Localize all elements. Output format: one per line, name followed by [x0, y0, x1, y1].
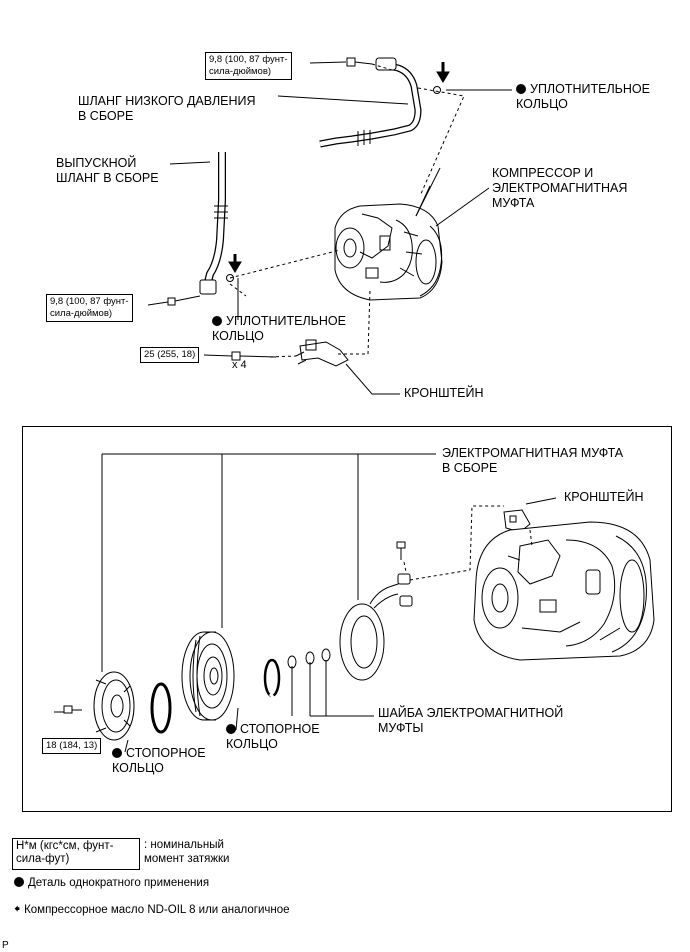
single-use-dot-icon — [212, 316, 222, 326]
label-o-ring-left-text: УПЛОТНИТЕЛЬНОЕ КОЛЬЦО — [212, 314, 346, 343]
bracket-top-drawing — [295, 339, 349, 367]
compressor-bottom-drawing — [473, 521, 655, 661]
shim-3-drawing — [321, 648, 331, 662]
legend-oil-text: Компрессорное масло ND-OIL 8 или аналоги… — [24, 904, 290, 916]
legend-torque-desc: : номинальный момент затяжки — [144, 839, 230, 865]
torque-box-bracket-bolt: 25 (255, 18) — [140, 347, 200, 363]
torque-box-left-bolt: 9,8 (100, 87 фунт- сила-дюймов) — [46, 294, 133, 322]
legend-single-use: Деталь однократного применения — [14, 876, 209, 890]
snap-ring-mid-drawing — [263, 658, 281, 702]
single-use-dot-icon — [226, 724, 236, 734]
label-bracket-top: КРОНШТЕЙН — [404, 386, 484, 400]
bolt-quantity: x 4 — [232, 359, 247, 371]
torque-box-top-bolt: 9,8 (100, 87 фунт- сила-дюймов) — [205, 52, 292, 80]
single-use-dot-icon — [112, 748, 122, 758]
label-snap-ring-left-text: СТОПОРНОЕ КОЛЬЦО — [112, 746, 206, 775]
o-ring-left-drawing — [226, 274, 234, 282]
label-snap-ring-left: СТОПОРНОЕ КОЛЬЦО — [112, 746, 206, 776]
clutch-hub-drawing — [93, 671, 135, 741]
pulley-drawing — [181, 631, 235, 721]
discharge-hose-drawing — [199, 152, 228, 295]
label-clutch-shim: ШАЙБА ЭЛЕКТРОМАГНИТНОЙ МУФТЫ — [378, 706, 564, 735]
torque-box-hub-bolt: 18 (184, 13) — [42, 738, 102, 754]
legend-oil: 🠸Компрессорное масло ND-OIL 8 или аналог… — [14, 902, 290, 917]
left-bolt-drawing — [167, 295, 201, 306]
o-ring-top-drawing — [433, 86, 441, 94]
label-bracket-bottom: КРОНШТЕЙН — [564, 490, 644, 504]
label-snap-ring-mid-text: СТОПОРНОЕ КОЛЬЦО — [226, 722, 320, 751]
label-snap-ring-mid: СТОПОРНОЕ КОЛЬЦО — [226, 722, 320, 752]
shim-2-drawing — [305, 651, 315, 665]
hub-bolt-drawing — [63, 705, 82, 714]
label-compressor: КОМПРЕССОР И ЭЛЕКТРОМАГНИТНАЯ МУФТА — [492, 166, 628, 210]
low-pressure-hose-drawing — [319, 57, 422, 148]
label-discharge-hose: ВЫПУСКНОЙ ШЛАНГ В СБОРЕ — [56, 156, 159, 185]
legend-single-use-text: Деталь однократного применения — [28, 877, 210, 889]
snap-ring-left-drawing — [150, 682, 172, 734]
clutch-detail-frame — [22, 426, 672, 812]
top-bolt-drawing — [346, 57, 373, 67]
label-o-ring-top-text: УПЛОТНИТЕЛЬНОЕ КОЛЬЦО — [516, 82, 650, 111]
single-use-dot-icon — [516, 84, 526, 94]
coil-screw-drawing — [396, 541, 406, 560]
field-coil-drawing — [339, 573, 413, 681]
compressor-top-drawing — [334, 203, 443, 301]
shim-1-drawing — [287, 655, 297, 669]
label-o-ring-top: УПЛОТНИТЕЛЬНОЕ КОЛЬЦО — [516, 82, 650, 112]
legend-torque-units: Н*м (кгс*см, фунт- сила-фут) — [12, 838, 140, 870]
label-clutch-assembly: ЭЛЕКТРОМАГНИТНАЯ МУФТА В СБОРЕ — [442, 446, 624, 475]
single-use-dot-icon — [14, 877, 24, 887]
label-low-pressure-hose: ШЛАНГ НИЗКОГО ДАВЛЕНИЯ В СБОРЕ — [78, 94, 256, 123]
corner-mark: P — [2, 940, 9, 951]
arrow-left-icon: 🠸 — [14, 902, 21, 916]
label-o-ring-left: УПЛОТНИТЕЛЬНОЕ КОЛЬЦО — [212, 314, 346, 344]
